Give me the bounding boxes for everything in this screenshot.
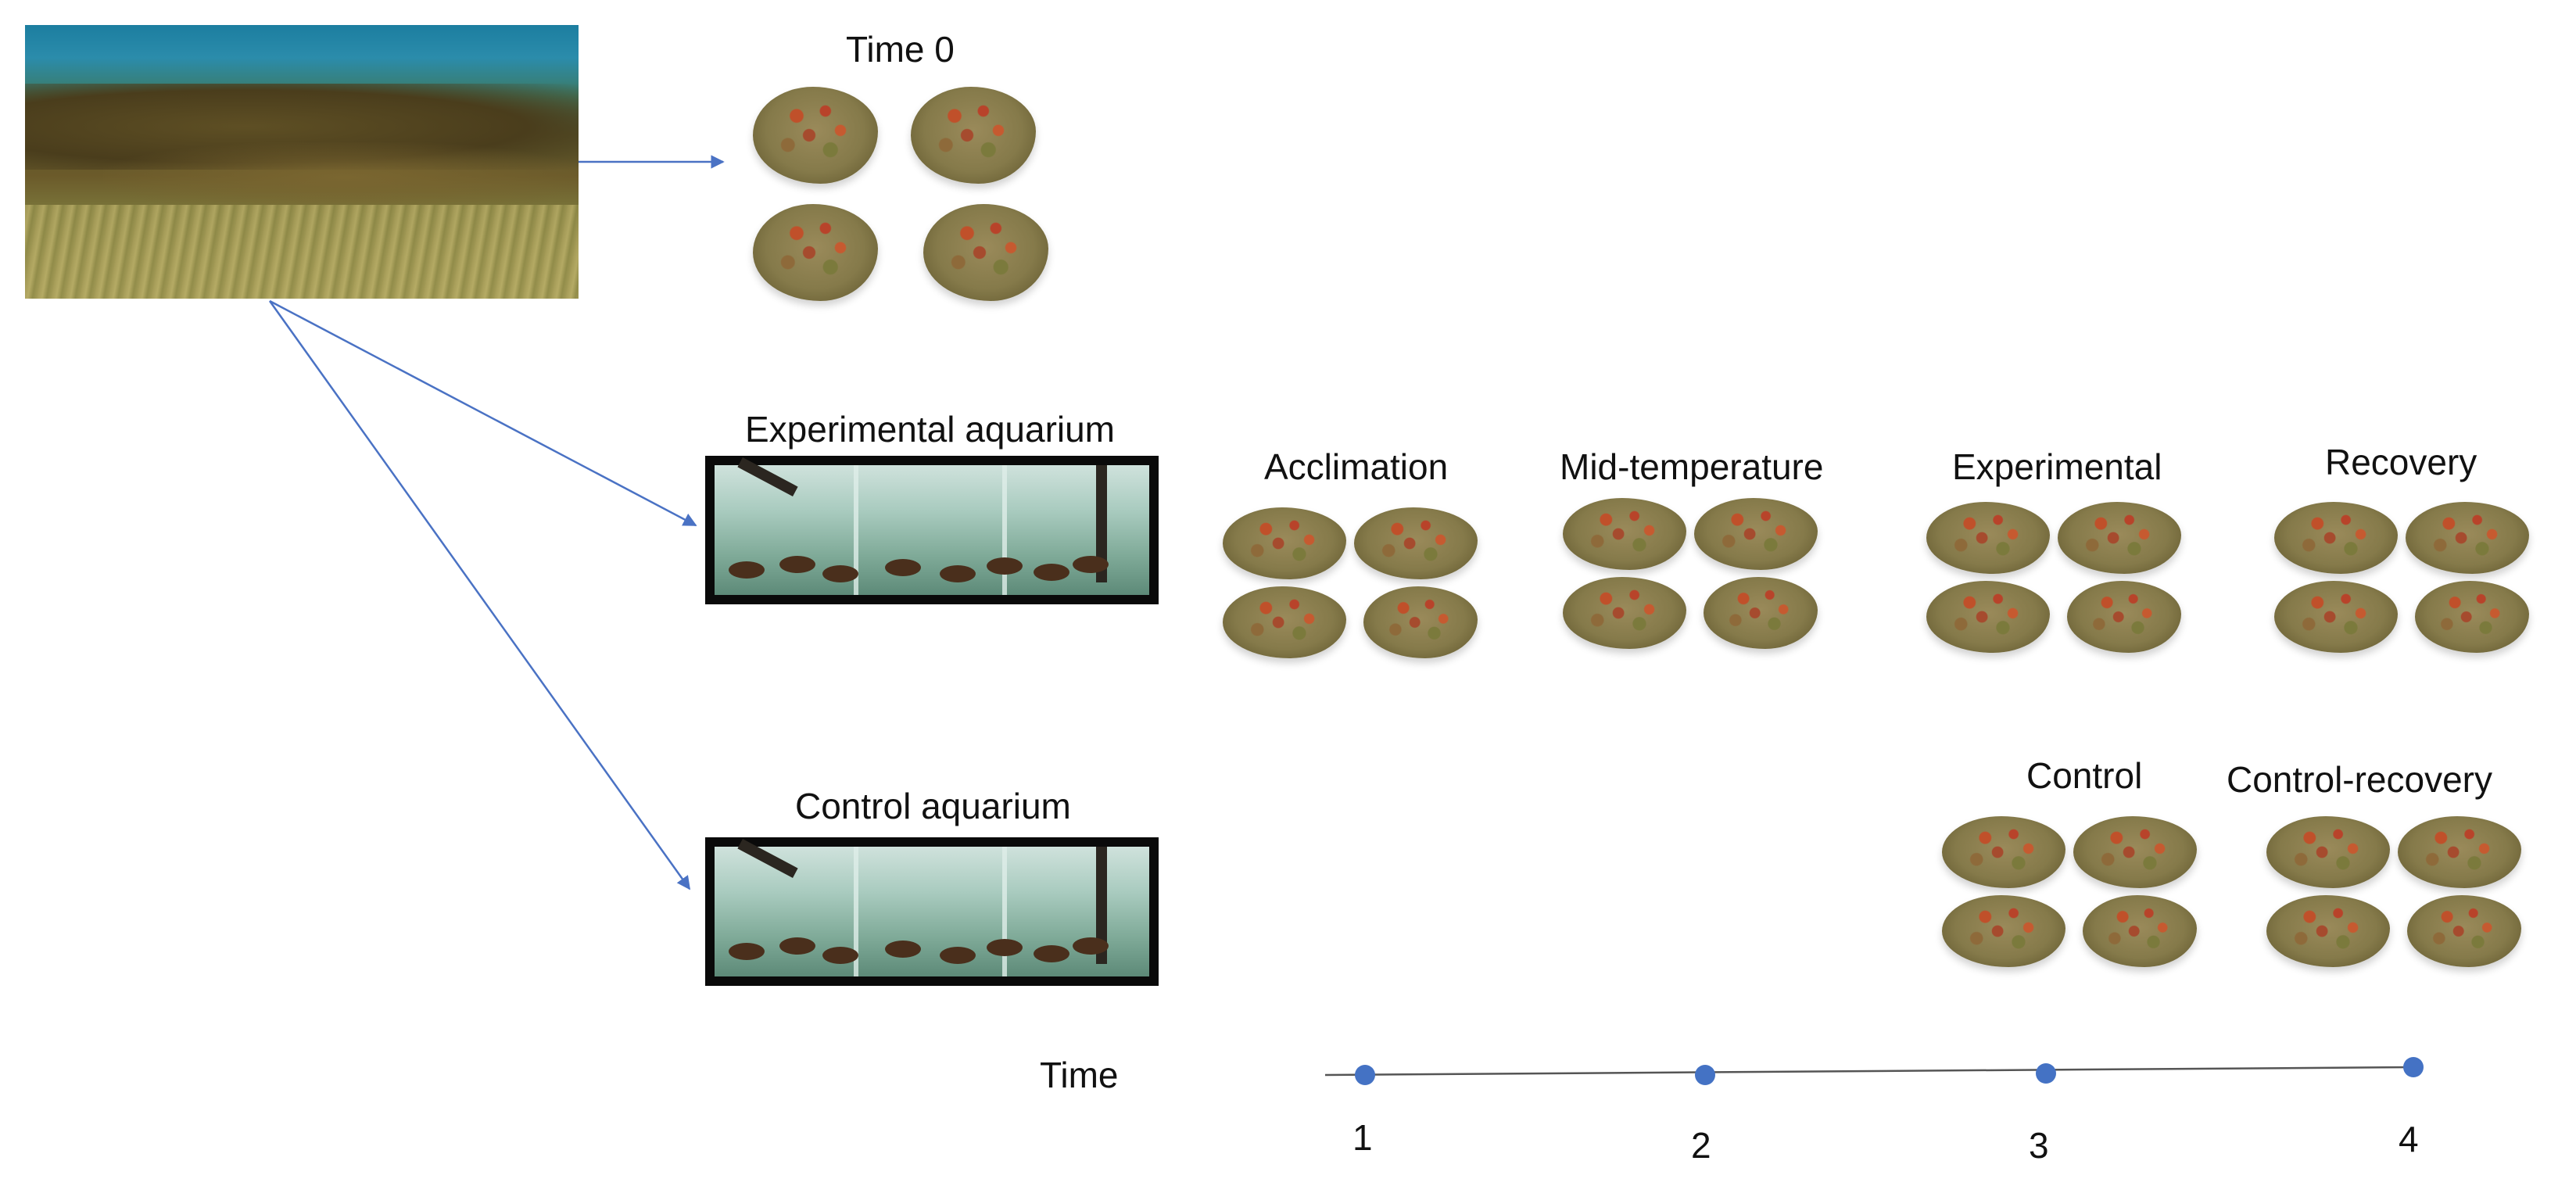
arrow-to-control-aquarium	[268, 300, 691, 890]
rock-sample	[911, 87, 1036, 184]
arrow-to-experimental-aquarium	[269, 299, 697, 527]
rock-sample	[1942, 895, 2065, 967]
rock-sample	[2274, 502, 2398, 574]
seabed-photo	[25, 25, 579, 299]
rock-sample	[1223, 507, 1346, 579]
rock-sample	[1563, 498, 1686, 570]
timeline-line	[1324, 1066, 2417, 1077]
control-aquarium-photo	[705, 837, 1159, 986]
rock-group-control	[1939, 813, 2205, 973]
rock-sample	[2398, 816, 2521, 888]
timeline-tick-1: 1	[1352, 1117, 1373, 1158]
label-experimental: Experimental	[1952, 446, 2162, 487]
rock-sample	[2058, 502, 2181, 574]
rock-group-mid-temperature	[1560, 495, 1825, 655]
label-time0: Time 0	[846, 29, 955, 70]
rock-sample	[1704, 577, 1818, 649]
rock-sample	[1926, 581, 2050, 653]
rock-sample	[2083, 895, 2197, 967]
rock-sample	[2073, 816, 2197, 888]
timeline-point-3	[2036, 1063, 2056, 1084]
rock-sample	[2406, 502, 2529, 574]
rock-sample	[1363, 586, 1478, 658]
rock-sample	[1223, 586, 1346, 658]
rock-sample	[753, 204, 878, 301]
label-control-recovery: Control-recovery	[2227, 759, 2492, 800]
rock-group-time0	[747, 82, 1091, 317]
rock-sample	[2266, 895, 2390, 967]
rock-group-experimental	[1923, 499, 2189, 659]
rock-group-control-recovery	[2263, 813, 2529, 973]
rock-sample	[2067, 581, 2181, 653]
experimental-aquarium-photo	[705, 456, 1159, 604]
label-recovery: Recovery	[2325, 442, 2477, 482]
timeline-tick-2: 2	[1691, 1125, 1711, 1166]
label-control-aquarium: Control aquarium	[795, 786, 1071, 826]
rock-sample	[2407, 895, 2521, 967]
rock-sample	[1942, 816, 2065, 888]
label-experimental-aquarium: Experimental aquarium	[745, 409, 1116, 450]
rock-sample	[1694, 498, 1818, 570]
rock-sample	[1354, 507, 1478, 579]
timeline-point-4	[2403, 1057, 2424, 1077]
rock-group-acclimation	[1220, 504, 1485, 665]
rock-sample	[2266, 816, 2390, 888]
timeline-tick-4: 4	[2399, 1119, 2419, 1159]
label-control: Control	[2026, 755, 2143, 796]
rock-sample	[2415, 581, 2529, 653]
rock-sample	[2274, 581, 2398, 653]
timeline-tick-3: 3	[2029, 1125, 2049, 1166]
timeline-label: Time	[1040, 1055, 1119, 1095]
label-mid-temperature: Mid-temperature	[1560, 446, 1824, 487]
rock-sample	[1926, 502, 2050, 574]
rock-sample	[753, 87, 878, 184]
label-acclimation: Acclimation	[1264, 446, 1449, 487]
timeline-point-2	[1695, 1065, 1715, 1085]
rock-group-recovery	[2271, 499, 2537, 659]
rock-sample	[923, 204, 1048, 301]
timeline-point-1	[1355, 1065, 1375, 1085]
rock-sample	[1563, 577, 1686, 649]
